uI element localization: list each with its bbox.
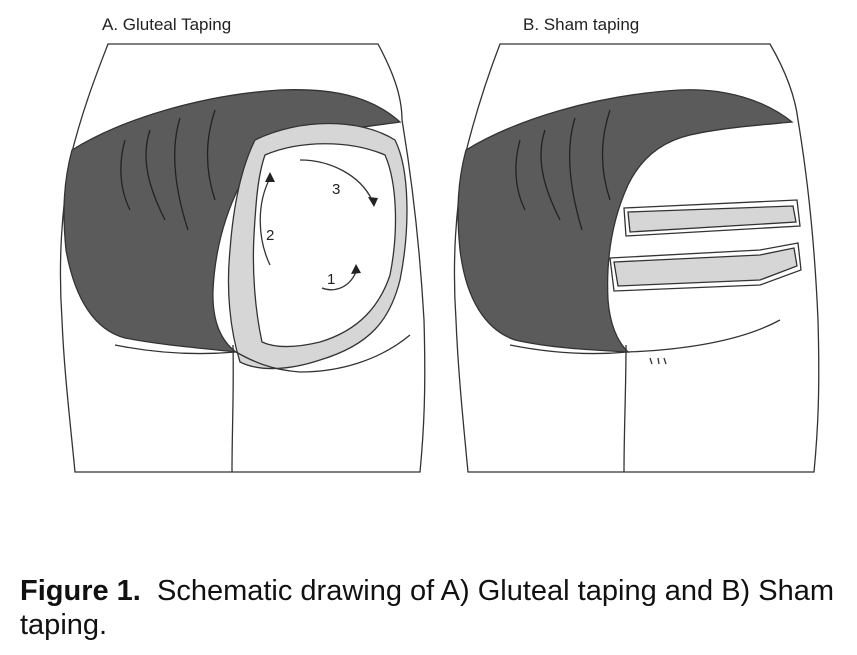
panel-a-inner-area: [252, 143, 397, 348]
panel-b-title: B. Sham taping: [523, 15, 640, 34]
figure-drawing: 1 2 3: [59, 43, 820, 473]
arrow-label-1: 1: [327, 271, 335, 288]
panel-a-buttock-shading: [63, 89, 402, 353]
panel-b-tape-strip-top: [627, 205, 797, 233]
arrow-label-2: 2: [266, 227, 274, 244]
figure-caption-text: Schematic drawing of A) Gluteal taping a…: [20, 575, 835, 641]
figure-caption: Figure 1. Schematic drawing of A) Glutea…: [20, 574, 835, 642]
arrow-label-3: 3: [332, 181, 340, 198]
panel-b-illustration: [453, 43, 820, 473]
panel-a-illustration: [59, 43, 426, 473]
figure-label: Figure 1.: [20, 575, 141, 607]
panel-b-tape-strip-bottom: [613, 247, 798, 287]
panel-a-title: A. Gluteal Taping: [102, 15, 232, 34]
